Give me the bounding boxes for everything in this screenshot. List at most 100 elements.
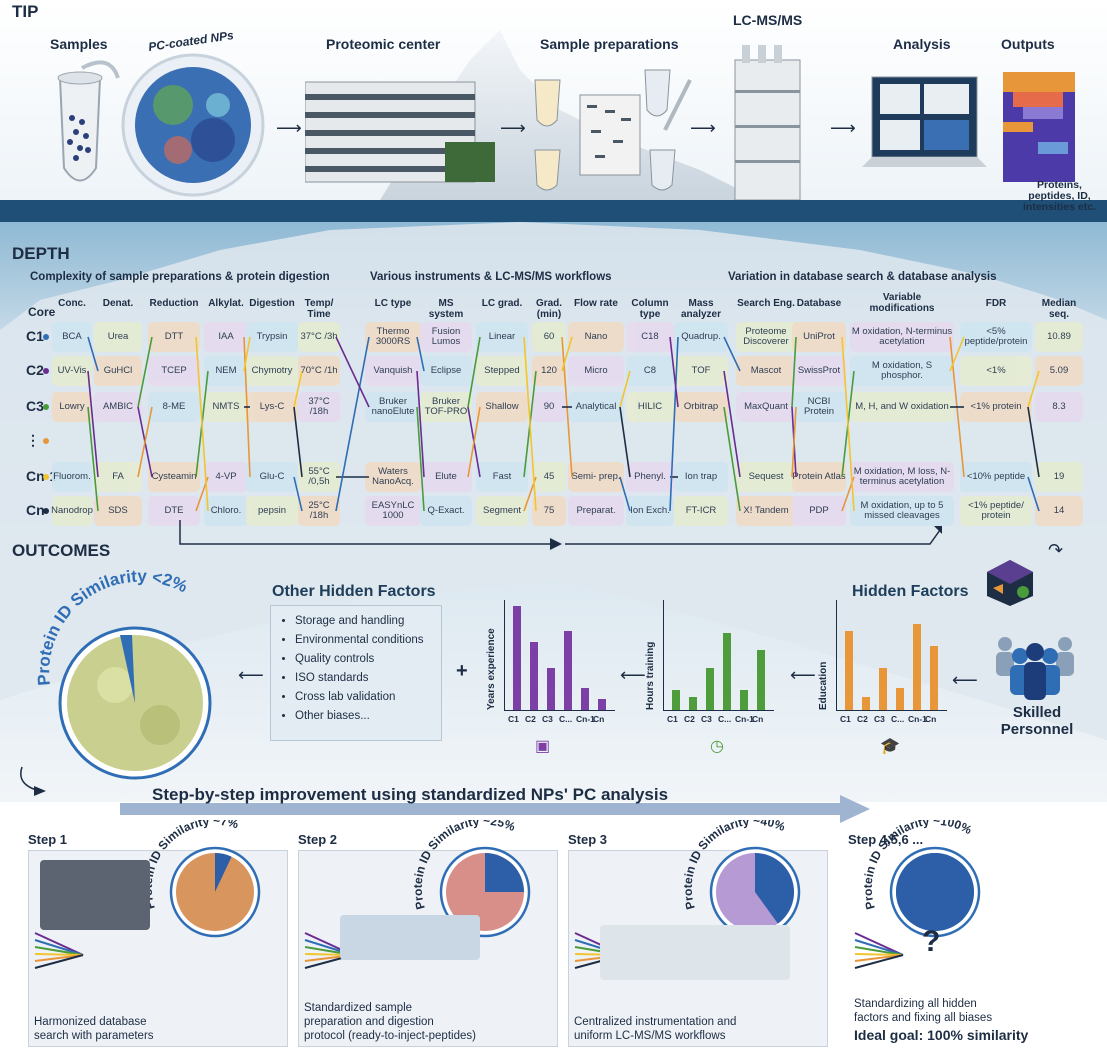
chart-tick-label: C... [891,714,905,724]
chart-tick-label: C3 [874,714,885,724]
chart-tick-label: Cn-1 [908,714,927,724]
chart-bar [896,688,904,710]
lcms-label: LC-MS/MS [733,12,803,28]
question-mark: ? [922,925,941,958]
depth-cell: 37°C /18h [298,392,340,422]
depth-cell: Elute [420,462,472,492]
depth-group-title: Various instruments & LC-MS/MS workflows [370,271,612,283]
other-hidden-factor-item: Environmental conditions [295,631,435,650]
chart-tick-label: Cn [752,714,764,724]
outcome-arrow-icon: ⟵ [238,665,264,685]
other-hidden-factors-box: Storage and handlingEnvironmental condit… [270,605,442,741]
depth-cell: 70°C /1h [298,356,340,386]
other-hidden-factors-title: Other Hidden Factors [272,583,436,600]
depth-cell: pepsin [246,496,298,526]
depth-column-header: Mass analyzer [680,298,722,320]
chart-bar [845,630,853,710]
chart-bar [547,668,555,710]
depth-cell: Nano [568,322,624,352]
outputs-description: Proteins, peptides, ID, intensities etc. [1012,180,1107,213]
sample-tube-icon [57,60,120,182]
chart-tick-label: C2 [525,714,536,724]
tip-section-title: TIP [12,2,39,21]
skilled-personnel-icon [996,637,1074,700]
depth-cell: Waters NanoAcq. [365,462,421,492]
depth-cell: Phenyl. [626,462,674,492]
depth-cell: 90 [532,392,566,422]
skilled-line: Skilled [1012,704,1062,721]
depth-cell: 55°C /0,5h [298,462,340,492]
depth-column-header: MS system [428,298,464,320]
sample-prep-label: Sample preparations [540,36,679,52]
depth-cell: <5% peptide/protein [960,322,1032,352]
depth-column-header: Database [796,298,842,309]
core-row-label: C3 [26,398,44,414]
depth-cell: Quadrup. [674,322,728,352]
depth-cell: 10.89 [1035,322,1083,352]
chart-tick-label: C2 [684,714,695,724]
chart-bar [930,646,938,710]
chart-bar [689,696,697,710]
depth-cell: Ion Exch. [626,496,674,526]
chart-category-icon: ◷ [710,738,724,755]
depth-cell: Eclipse [420,356,472,386]
depth-cell: UniProt [792,322,846,352]
depth-cell: 120 [532,356,566,386]
chart-tick-label: Cn [925,714,937,724]
depth-cell: Segment [476,496,528,526]
similarity-wedge [485,853,524,892]
depth-cell: Analytical [568,392,624,422]
core-row-label: C1 [26,328,44,344]
depth-cell: PDP [792,496,846,526]
step-description-line: uniform LC-MS/MS workflows [574,1030,726,1042]
flow-arrow-icon: ⟶ [690,118,716,138]
depth-cell: NEM [204,356,248,386]
depth-cell: Glu-C [246,462,298,492]
chart-bar [879,668,887,710]
step-banner-title: Step-by-step improvement using standardi… [152,785,669,804]
analysis-laptop-icon [862,76,987,167]
depth-cell: <1% protein [960,392,1032,422]
depth-cell: Chymotry [246,356,298,386]
depth-cell: GuHCl [94,356,142,386]
stats-cube-icon [987,560,1033,606]
depth-cell: 8.3 [1035,392,1083,422]
chart-category-icon: 🎓 [880,738,900,755]
depth-cell: 75 [532,496,566,526]
chart-arrow-icon: ⟵ [620,665,646,685]
depth-cell: <1% [960,356,1032,386]
depth-cell: TCEP [148,356,200,386]
depth-cell: DTT [148,322,200,352]
depth-cell: 5.09 [1035,356,1083,386]
depth-cell: AMBIC [94,392,142,422]
depth-column-header: Digestion [249,298,295,309]
depth-cell: Semi- prep. [568,462,624,492]
depth-cell: Linear [476,322,528,352]
depth-cell: 25°C /18h [298,496,340,526]
chart-bar [530,641,538,710]
depth-cell: EASYnLC 1000 [365,496,421,526]
depth-cell: Thermo 3000RS [365,322,421,352]
depth-flow-arrow [179,520,942,550]
chart-bar [723,633,731,710]
depth-cell: Fluorom. [52,462,92,492]
hidden-arrow-icon: ⟵ [952,670,978,690]
step-banner-arrow [20,766,870,823]
other-hidden-factor-item: Quality controls [295,650,435,669]
depth-column-header: Grad. (min) [535,298,563,320]
chart-tick-label: Cn-1 [576,714,595,724]
ideal-goal: Ideal goal: 100% similarity [854,1027,1029,1043]
depth-cell: HILIC [626,392,674,422]
samples-label: Samples [50,36,108,52]
step-description-line: preparation and digestion [304,1016,434,1028]
depth-cell: M, H, and W oxidation [850,392,954,422]
depth-cell: M oxidation, S phosphor. [850,356,954,386]
depth-cell: 45 [532,462,566,492]
core-row-label: Cn-1 [26,468,58,484]
core-row-label: ⋮ [26,432,40,448]
step-illustration [340,915,480,960]
step-description-line: Centralized instrumentation and [574,1016,737,1028]
